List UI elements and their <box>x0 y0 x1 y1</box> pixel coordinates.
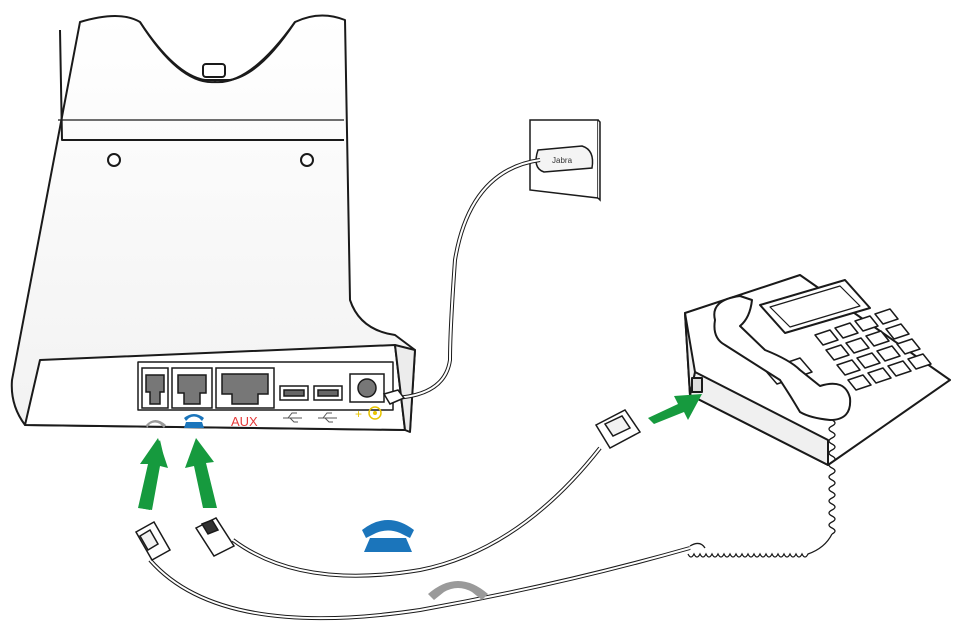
rj-plug-phone <box>196 518 234 556</box>
aux-port[interactable] <box>216 368 274 408</box>
phone-line-jack <box>692 378 702 392</box>
screw-hole-left <box>108 154 120 166</box>
power-adapter: Jabra <box>536 146 593 172</box>
arrow-to-handset-port <box>138 438 168 510</box>
rj-plug-desk-phone <box>596 410 640 448</box>
usb-port-2[interactable] <box>314 386 342 400</box>
phone-line-cable <box>233 448 600 576</box>
power-port[interactable] <box>350 374 384 402</box>
arrow-to-desk-phone <box>648 394 702 424</box>
screw-hole-right <box>301 154 313 166</box>
usb-port-1[interactable] <box>280 386 308 400</box>
handset-icon <box>428 581 488 600</box>
power-cable <box>395 160 540 398</box>
phone-base-icon <box>362 520 414 552</box>
aux-label: AUX <box>231 414 258 429</box>
power-plus-label: + <box>355 407 362 421</box>
desk-phone <box>685 275 950 465</box>
handset-port[interactable] <box>142 368 168 408</box>
arrow-to-phone-port <box>185 438 217 508</box>
phone-port[interactable] <box>172 368 212 408</box>
headset-base-station <box>12 15 415 432</box>
rj-plug-handset <box>136 522 170 560</box>
adapter-brand-text: Jabra <box>552 156 573 165</box>
